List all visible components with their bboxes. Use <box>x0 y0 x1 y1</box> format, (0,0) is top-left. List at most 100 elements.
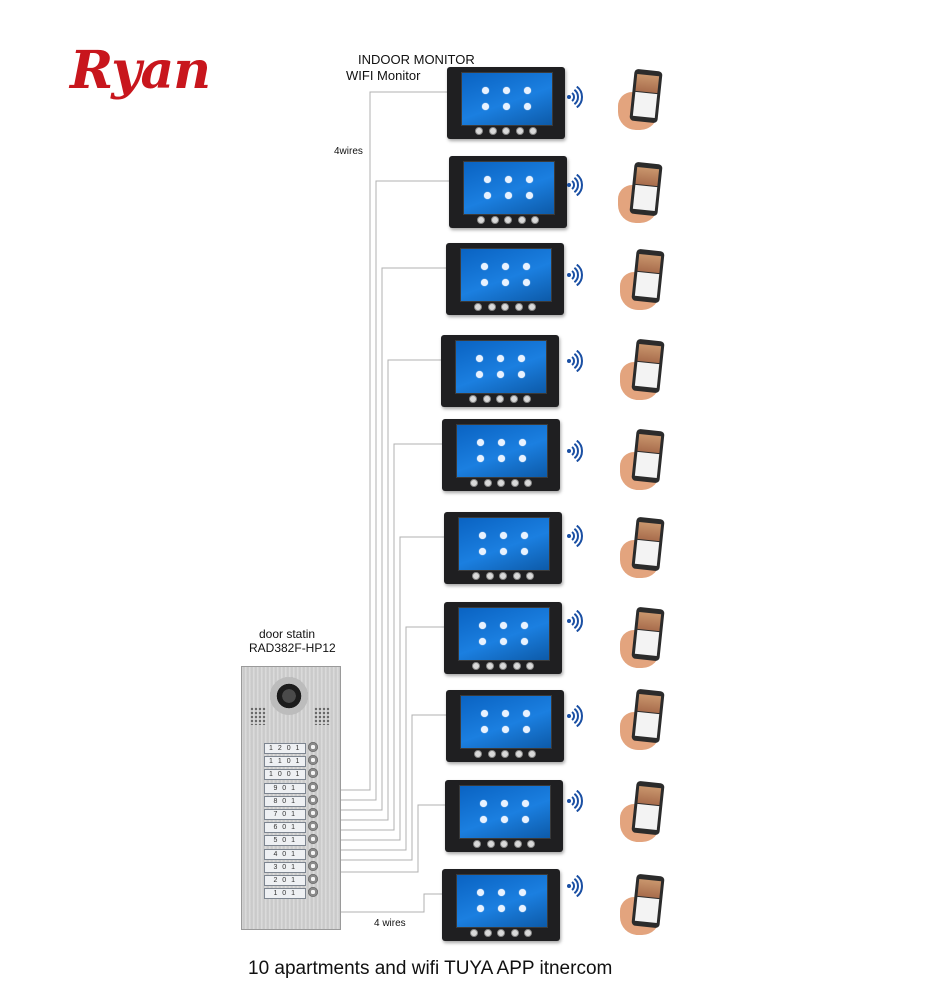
monitor-button <box>510 479 519 487</box>
indoor-monitor <box>442 419 560 491</box>
monitor-button <box>501 750 509 758</box>
wire <box>339 443 442 831</box>
monitor-screen <box>463 161 555 215</box>
monitor-button <box>512 662 521 670</box>
smartphone-icon <box>620 688 668 750</box>
video-preview <box>637 878 662 899</box>
app-icon <box>521 548 528 555</box>
monitor-button <box>524 479 532 487</box>
video-preview <box>637 521 662 542</box>
monitor-button <box>528 750 536 758</box>
monitor-button <box>517 216 526 224</box>
app-icon <box>498 455 505 462</box>
app-icon <box>479 532 486 539</box>
apartment-row: 1 2 0 1 <box>264 742 324 754</box>
apartment-nameplate: 8 0 1 <box>264 795 306 807</box>
phone-keypad <box>634 539 660 567</box>
wire <box>339 359 441 821</box>
monitor-button <box>483 479 492 487</box>
indoor-monitor <box>449 156 567 228</box>
monitor-button <box>529 127 537 135</box>
app-icon <box>500 622 507 629</box>
app-icon <box>519 889 526 896</box>
monitor-button <box>474 750 482 758</box>
app-icon <box>521 532 528 539</box>
app-icon <box>482 103 489 110</box>
wifi-icon <box>567 525 583 547</box>
apartment-nameplate: 3 0 1 <box>264 861 306 873</box>
app-icon <box>505 176 512 183</box>
wifi-icon <box>567 610 583 632</box>
monitor-screen <box>456 424 548 478</box>
video-preview <box>637 253 662 274</box>
app-icon <box>479 638 486 645</box>
app-icon <box>523 710 530 717</box>
smartphone-icon <box>620 873 668 935</box>
monitor-button <box>499 572 507 580</box>
monitor-button <box>526 572 534 580</box>
app-icon <box>477 889 484 896</box>
app-icon <box>481 263 488 270</box>
apartment-nameplate: 1 0 1 <box>264 888 306 900</box>
app-icon <box>519 439 526 446</box>
wifi-icon <box>567 875 583 897</box>
wire <box>339 91 447 791</box>
phone-keypad <box>632 91 658 119</box>
app-icon <box>524 87 531 94</box>
apartment-nameplate: 1 2 0 1 <box>264 743 306 754</box>
monitor-button <box>488 127 497 135</box>
monitor-button <box>497 929 505 937</box>
app-icon <box>518 371 525 378</box>
app-icon <box>481 279 488 286</box>
wire <box>339 536 444 841</box>
monitor-screen <box>455 340 547 394</box>
monitor-button <box>501 303 509 311</box>
monitor-button <box>523 395 531 403</box>
phone-body <box>631 606 665 662</box>
phone-keypad <box>632 184 658 212</box>
monitor-button <box>526 662 534 670</box>
app-icon <box>521 622 528 629</box>
phone-keypad <box>634 896 660 924</box>
monitor-button <box>509 395 518 403</box>
app-icon <box>524 103 531 110</box>
call-button <box>308 794 318 805</box>
app-icon <box>523 263 530 270</box>
app-icon <box>502 710 509 717</box>
video-preview <box>635 73 660 94</box>
apartment-nameplate: 9 0 1 <box>264 782 306 794</box>
app-icon <box>497 371 504 378</box>
app-icon <box>502 726 509 733</box>
call-button <box>308 860 318 871</box>
app-icon <box>484 192 491 199</box>
call-button <box>308 768 318 779</box>
app-icon <box>522 800 529 807</box>
monitor-screen <box>460 695 552 749</box>
app-icon <box>521 638 528 645</box>
app-icon <box>481 710 488 717</box>
monitor-button <box>527 840 535 848</box>
monitor-button <box>528 303 536 311</box>
indoor-monitor <box>444 512 562 584</box>
app-icon <box>502 279 509 286</box>
smartphone-icon <box>620 428 668 490</box>
wifi-icon <box>567 264 583 286</box>
app-icon <box>480 800 487 807</box>
phone-keypad <box>634 803 660 831</box>
apartment-nameplate: 5 0 1 <box>264 835 306 847</box>
monitor-button <box>472 572 480 580</box>
monitor-button <box>504 216 512 224</box>
video-preview <box>637 693 662 714</box>
indoor-monitor <box>441 335 559 407</box>
apartment-row: 9 0 1 <box>264 781 324 794</box>
monitor-button <box>514 750 523 758</box>
app-icon <box>522 816 529 823</box>
app-icon <box>476 355 483 362</box>
apartment-row: 4 0 1 <box>264 847 324 860</box>
wifi-icon <box>567 174 583 196</box>
app-icon <box>498 905 505 912</box>
monitor-button <box>485 572 494 580</box>
phone-keypad <box>634 711 660 739</box>
